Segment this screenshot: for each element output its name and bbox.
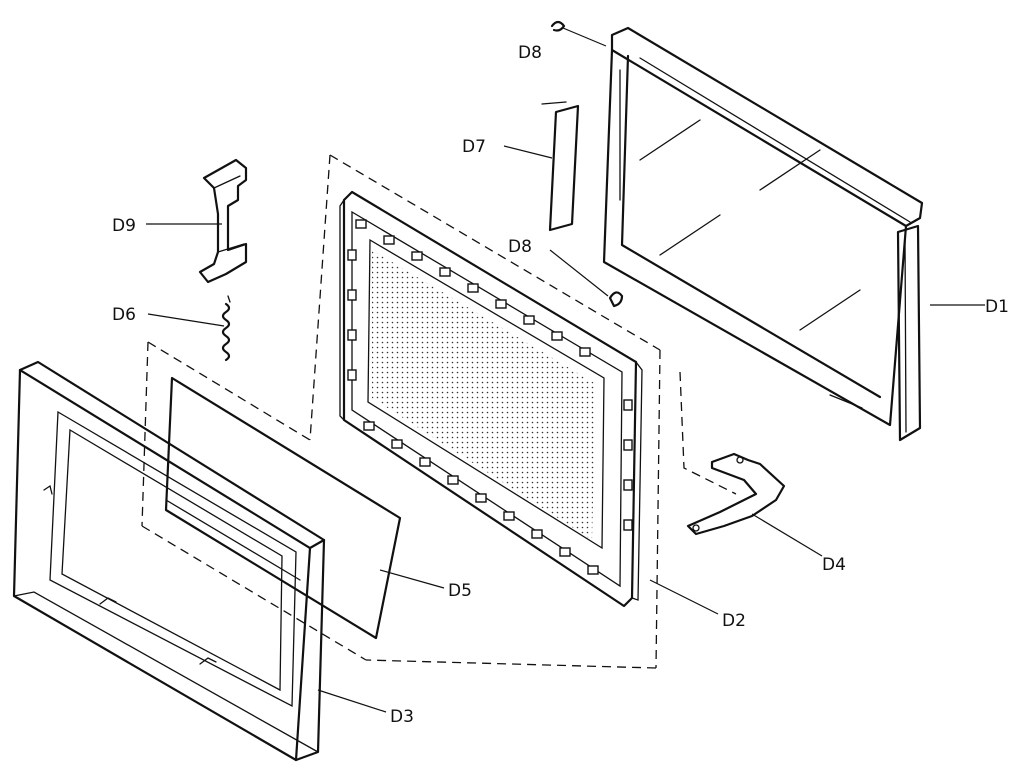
- part-d6-spring: [221, 295, 231, 362]
- dashed-outline-d4: [679, 371, 737, 495]
- dashed-outline-d2: [309, 154, 661, 669]
- callout-d2: D2: [722, 611, 746, 631]
- leader-lines: [146, 27, 985, 713]
- dashed-outline-d5: [141, 341, 367, 661]
- callout-d4: D4: [822, 555, 846, 575]
- callout-d8-top: D8: [518, 43, 542, 63]
- callout-d5: D5: [448, 581, 472, 601]
- part-d5-glass-sheet: [164, 376, 402, 640]
- part-d2-choke-tabs: [347, 219, 633, 575]
- part-d8-clip-top: [550, 20, 566, 32]
- part-d4-bracket: [686, 452, 786, 536]
- part-d1-door-frame: [602, 26, 924, 442]
- callout-d9: D9: [112, 216, 136, 236]
- callout-d7: D7: [462, 137, 486, 157]
- part-d3-front-frame: [12, 360, 326, 762]
- part-d8-clip-mid: [608, 291, 624, 308]
- callout-d6: D6: [112, 305, 136, 325]
- part-d7-strip: [541, 101, 580, 232]
- callout-d8-mid: D8: [508, 237, 532, 257]
- part-d9-latch: [198, 158, 248, 284]
- part-d2-inner-panel: [339, 190, 643, 608]
- callout-d3: D3: [390, 707, 414, 727]
- callout-d1: D1: [985, 297, 1009, 317]
